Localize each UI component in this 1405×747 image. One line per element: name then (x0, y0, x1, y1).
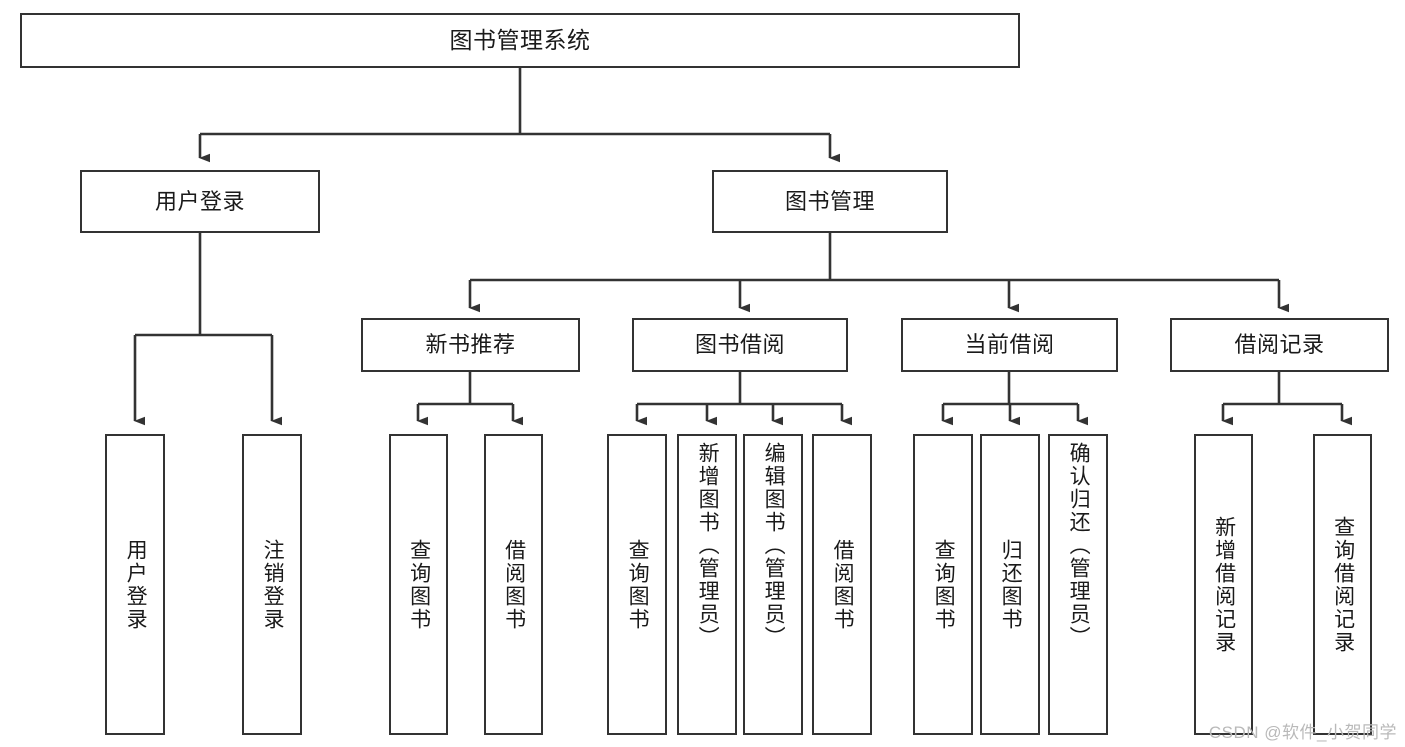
leaf-current-confirm-return-admin[interactable]: 确认归还（管理员） (1048, 434, 1108, 735)
leaf-borrow-edit-book-admin[interactable]: 编辑图书（管理员） (743, 434, 803, 735)
node-label: 注销登录 (261, 538, 285, 631)
node-label: 查询图书 (407, 538, 431, 631)
node-label: 新增借阅记录 (1212, 515, 1236, 654)
node-label: 用户登录 (124, 538, 148, 631)
node-label: 借阅记录 (1234, 332, 1325, 358)
node-book-borrow[interactable]: 图书借阅 (632, 318, 848, 372)
node-borrow-record[interactable]: 借阅记录 (1170, 318, 1389, 372)
node-label: 借阅图书 (831, 538, 855, 631)
node-label: 新增图书（管理员） (696, 442, 720, 649)
leaf-borrow-borrow-book[interactable]: 借阅图书 (812, 434, 872, 735)
leaf-current-query-book[interactable]: 查询图书 (913, 434, 973, 735)
leaf-recommend-borrow-book[interactable]: 借阅图书 (484, 434, 543, 735)
node-label: 确认归还（管理员） (1067, 442, 1091, 649)
node-label: 当前借阅 (964, 332, 1055, 358)
leaf-borrow-query-book[interactable]: 查询图书 (607, 434, 667, 735)
node-label: 查询图书 (626, 538, 650, 631)
leaf-current-return-book[interactable]: 归还图书 (980, 434, 1040, 735)
node-label: 图书管理系统 (449, 27, 591, 54)
node-label: 借阅图书 (502, 538, 526, 631)
node-label: 编辑图书（管理员） (762, 442, 786, 649)
node-label: 用户登录 (154, 188, 245, 214)
leaf-user-login-logout[interactable]: 注销登录 (242, 434, 302, 735)
node-root-book-management-system[interactable]: 图书管理系统 (20, 13, 1020, 68)
node-book-management[interactable]: 图书管理 (712, 170, 948, 233)
leaf-user-login-login[interactable]: 用户登录 (105, 434, 165, 735)
node-label: 新书推荐 (425, 332, 516, 358)
leaf-record-query-record[interactable]: 查询借阅记录 (1313, 434, 1372, 735)
leaf-recommend-query-book[interactable]: 查询图书 (389, 434, 448, 735)
node-label: 归还图书 (999, 538, 1023, 631)
node-user-login[interactable]: 用户登录 (80, 170, 320, 233)
leaf-record-add-record[interactable]: 新增借阅记录 (1194, 434, 1253, 735)
csdn-watermark: CSDN @软件_小贺同学 (1208, 723, 1397, 742)
node-label: 查询借阅记录 (1331, 515, 1355, 654)
node-label: 图书借阅 (694, 332, 785, 358)
node-current-borrow[interactable]: 当前借阅 (901, 318, 1118, 372)
node-label: 图书管理 (784, 188, 875, 214)
node-new-book-recommend[interactable]: 新书推荐 (361, 318, 580, 372)
leaf-borrow-add-book-admin[interactable]: 新增图书（管理员） (677, 434, 737, 735)
node-label: 查询图书 (932, 538, 956, 631)
